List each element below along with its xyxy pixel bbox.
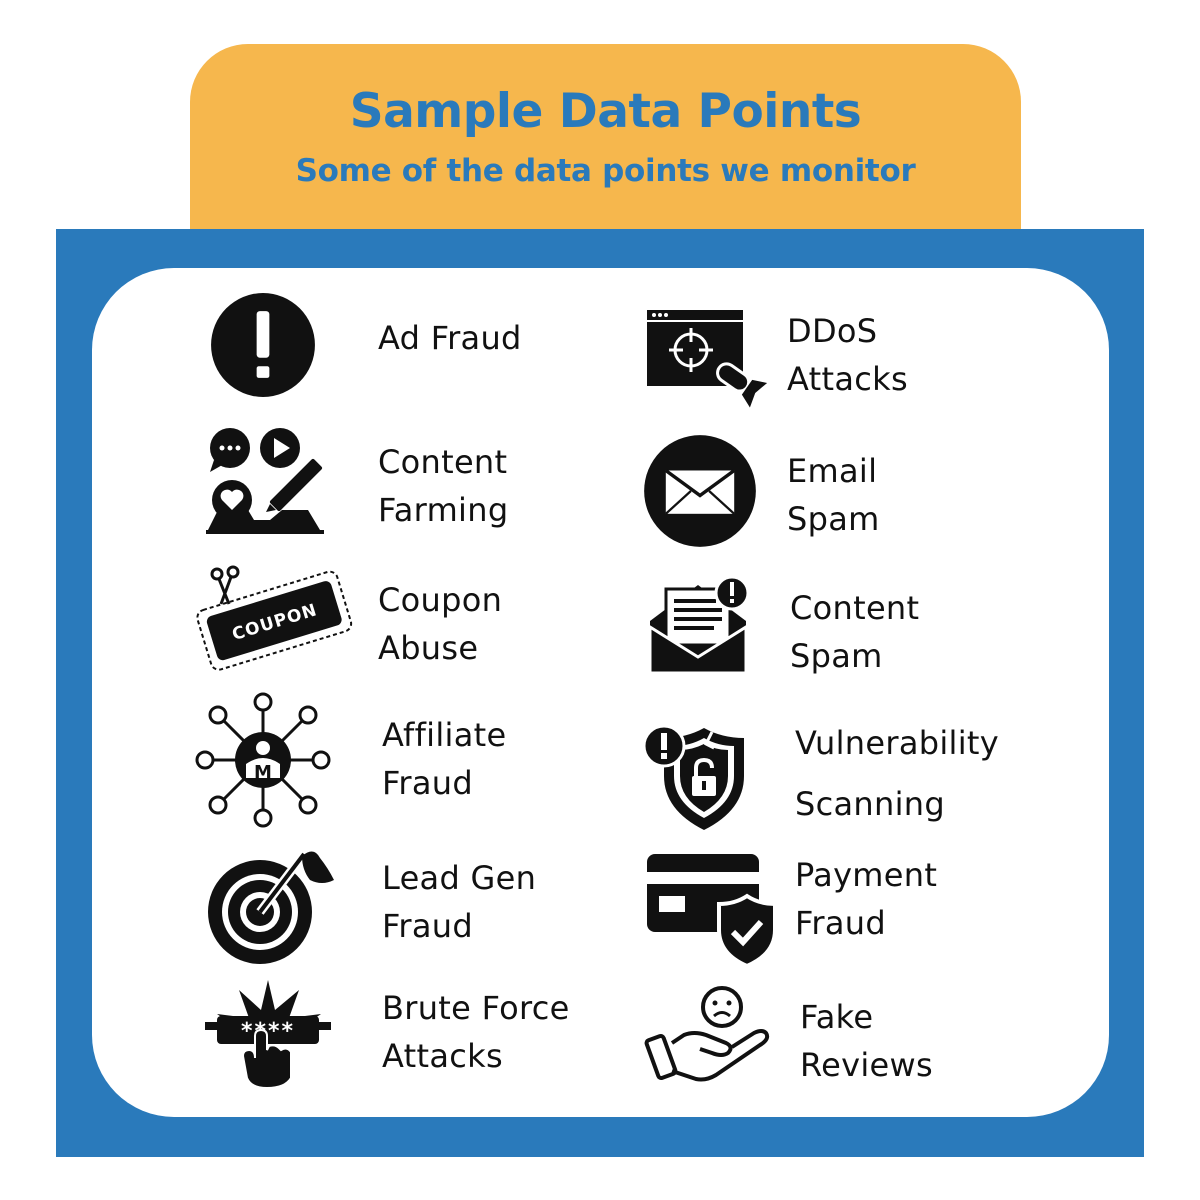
affiliate-network-icon: M [194, 690, 332, 830]
ddos-target-icon [645, 308, 771, 408]
target-dart-icon [206, 846, 336, 966]
svg-text:M: M [254, 762, 272, 783]
item-label-ad-fraud: Ad Fraud [378, 319, 522, 357]
card-shield-check-icon [645, 852, 779, 969]
alert-circle-icon [210, 292, 316, 398]
coupon-scissors-icon: COUPON [193, 560, 353, 671]
sad-face-hand-icon [644, 985, 778, 1085]
content-farming-icon [204, 426, 334, 536]
page-title: Sample Data Points [349, 84, 862, 139]
data-points-card [92, 268, 1109, 1117]
page-subtitle: Some of the data points we monitor [295, 153, 916, 189]
shield-lock-alert-icon [642, 722, 750, 832]
password-hand-icon: **** [203, 980, 333, 1090]
content-spam-envelope-icon [648, 575, 752, 677]
email-envelope-icon [643, 434, 757, 548]
